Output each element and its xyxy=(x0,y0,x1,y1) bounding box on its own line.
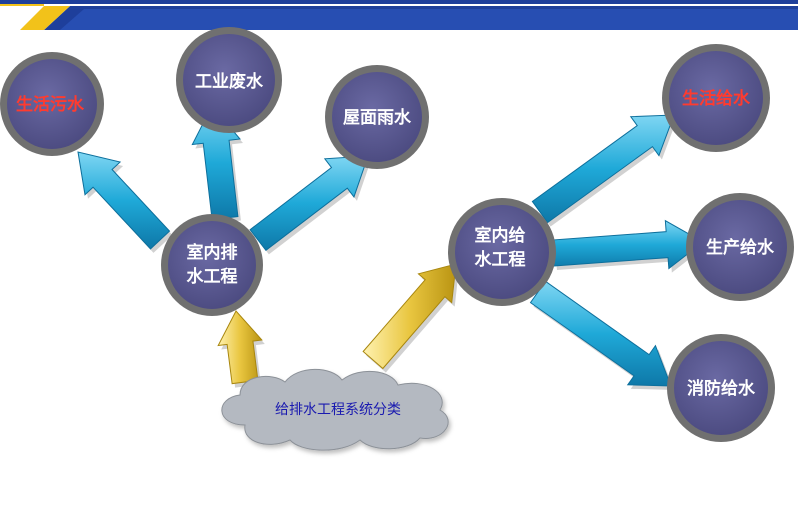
circle-node-icon xyxy=(455,205,549,299)
drainage-child-label: 工业废水 xyxy=(195,71,264,92)
node-drainage-label-line2: 水工程 xyxy=(187,266,238,287)
supply-child-label: 生产给水 xyxy=(706,237,775,258)
banner-blue-strip xyxy=(0,0,798,4)
node-supply-label-line2: 水工程 xyxy=(475,249,526,270)
supply-child-label: 生活给水 xyxy=(682,88,751,109)
circle-node-icon xyxy=(183,34,275,126)
drainage-child-label: 生活污水 xyxy=(16,94,85,115)
node-supply-child-0: 生活给水 xyxy=(662,44,770,152)
circle-node-icon xyxy=(332,72,422,162)
blue-arrow-icon xyxy=(77,151,171,250)
cloud-shape-icon xyxy=(221,368,449,451)
yellow-arrow-icon xyxy=(217,310,263,385)
banner-yellow-stripe xyxy=(20,6,70,30)
root-cloud xyxy=(221,368,449,451)
node-supply-child-2: 消防给水 xyxy=(667,334,775,442)
supply-child-label: 消防给水 xyxy=(687,378,756,399)
circle-node-icon xyxy=(7,59,97,149)
drainage-child-label: 屋面雨水 xyxy=(343,107,412,128)
node-drainage: 室内排 水工程 xyxy=(161,214,263,316)
top-banner xyxy=(0,0,798,30)
circle-node-icon xyxy=(693,200,787,294)
node-drainage-child-1: 工业废水 xyxy=(176,27,282,133)
node-supply-child-1: 生产给水 xyxy=(686,193,794,301)
circle-node-icon xyxy=(669,51,763,145)
blue-arrow-icon xyxy=(529,280,672,387)
root-label: 给排水工程系统分类 xyxy=(275,402,401,418)
node-supply: 室内给 水工程 xyxy=(448,198,556,306)
node-drainage-child-0: 生活污水 xyxy=(0,52,104,156)
node-drainage-child-2: 屋面雨水 xyxy=(325,65,429,169)
blue-arrow-icon xyxy=(551,219,704,270)
banner-yellow-line xyxy=(0,4,44,6)
arrows-layer xyxy=(77,105,706,390)
circle-node-icon xyxy=(674,341,768,435)
circle-node-icon xyxy=(168,221,256,309)
yellow-arrow-icon xyxy=(362,263,457,370)
node-supply-label-line1: 室内给 xyxy=(475,225,526,246)
blue-arrow-icon xyxy=(249,155,369,252)
blue-arrow-icon xyxy=(531,114,675,224)
node-drainage-label-line1: 室内排 xyxy=(187,242,238,263)
banner-blue-shape-light xyxy=(60,9,798,30)
